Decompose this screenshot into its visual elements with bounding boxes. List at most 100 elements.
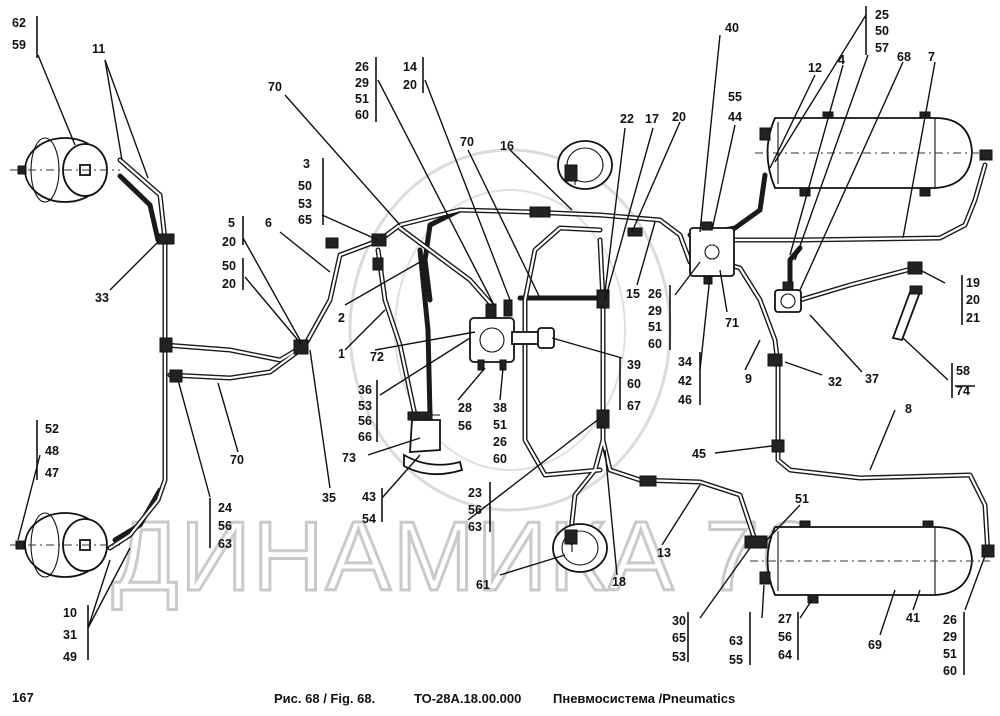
callout-44: 44 xyxy=(728,110,742,124)
callout-39: 39 xyxy=(627,358,641,372)
callout-28: 28 xyxy=(458,401,472,415)
pressure-regulator xyxy=(774,281,802,313)
callout-51-d: 51 xyxy=(795,492,809,506)
callout-67: 67 xyxy=(627,399,641,413)
callout-15: 15 xyxy=(626,287,640,301)
callout-52: 52 xyxy=(45,422,59,436)
brake-chamber-bottom-center xyxy=(552,523,608,573)
callout-42: 42 xyxy=(678,374,692,388)
callout-43: 43 xyxy=(362,490,376,504)
callout-64: 64 xyxy=(778,648,792,662)
callout-20-b: 20 xyxy=(222,277,236,291)
callout-53-c: 53 xyxy=(672,650,686,664)
callout-63-c: 63 xyxy=(729,634,743,648)
callout-74: 74 xyxy=(956,384,970,398)
callout-22: 22 xyxy=(620,112,634,126)
callout-63-b: 63 xyxy=(468,520,482,534)
callout-26-c: 26 xyxy=(648,287,662,301)
callout-73: 73 xyxy=(342,451,356,465)
callout-34: 34 xyxy=(678,355,692,369)
callout-56-d: 56 xyxy=(468,503,482,517)
callout-26-d: 26 xyxy=(943,613,957,627)
callout-31: 31 xyxy=(63,628,77,642)
drawing-code: ТО-28А.18.00.000 xyxy=(414,691,521,706)
callout-60-d: 60 xyxy=(648,337,662,351)
callout-26-a: 26 xyxy=(355,60,369,74)
callout-72: 72 xyxy=(370,350,384,364)
callout-13: 13 xyxy=(657,546,671,560)
callout-2: 2 xyxy=(338,311,345,325)
callout-16: 16 xyxy=(500,139,514,153)
brake-chamber-upper-left xyxy=(10,137,120,203)
callout-8: 8 xyxy=(905,402,912,416)
callout-61: 61 xyxy=(476,578,490,592)
callout-69: 69 xyxy=(868,638,882,652)
callout-35: 35 xyxy=(322,491,336,505)
figure-number: Рис. 68 / Fig. 68. xyxy=(274,691,375,706)
callout-57: 57 xyxy=(875,41,889,55)
callout-32: 32 xyxy=(828,375,842,389)
callout-bars xyxy=(36,6,975,675)
figure-caption: 167 Рис. 68 / Fig. 68. ТО-28А.18.00.000 … xyxy=(12,690,735,706)
callout-51-b: 51 xyxy=(493,418,507,432)
callout-14: 14 xyxy=(403,60,417,74)
leader-lines xyxy=(17,14,986,636)
callout-56-b: 56 xyxy=(358,414,372,428)
distribution-block-right xyxy=(689,221,735,285)
callout-60-a: 60 xyxy=(355,108,369,122)
callout-12: 12 xyxy=(808,61,822,75)
callout-68: 68 xyxy=(897,50,911,64)
callout-1: 1 xyxy=(338,347,345,361)
callout-37: 37 xyxy=(865,372,879,386)
callout-11: 11 xyxy=(92,42,105,56)
callout-labels: 62 59 11 33 52 48 47 10 31 49 70 3 50 53… xyxy=(12,8,980,678)
callout-41: 41 xyxy=(906,611,920,625)
callout-48: 48 xyxy=(45,444,59,458)
page-number: 167 xyxy=(12,690,34,705)
callout-55-b: 55 xyxy=(729,653,743,667)
callout-55-a: 55 xyxy=(728,90,742,104)
callout-51-c: 51 xyxy=(648,320,662,334)
callout-20-d: 20 xyxy=(672,110,686,124)
callout-7: 7 xyxy=(928,50,935,64)
callout-6: 6 xyxy=(265,216,272,230)
callout-9: 9 xyxy=(745,372,752,386)
callout-47: 47 xyxy=(45,466,59,480)
callout-29-c: 29 xyxy=(943,630,957,644)
callout-21: 21 xyxy=(966,311,980,325)
callout-65-b: 65 xyxy=(672,631,686,645)
callout-54: 54 xyxy=(362,512,376,526)
callout-10: 10 xyxy=(63,606,77,620)
callout-27: 27 xyxy=(778,612,792,626)
callout-29-b: 29 xyxy=(648,304,662,318)
callout-56-e: 56 xyxy=(778,630,792,644)
callout-4: 4 xyxy=(838,53,845,67)
callout-51-a: 51 xyxy=(355,92,369,106)
receiver-upper xyxy=(755,111,990,197)
callout-24: 24 xyxy=(218,501,232,515)
callout-20-a: 20 xyxy=(222,235,236,249)
callout-56-c: 56 xyxy=(458,419,472,433)
callout-53-b: 53 xyxy=(358,399,372,413)
callout-49: 49 xyxy=(63,650,77,664)
receiver-lower xyxy=(750,520,990,604)
watermark: ДИНАМИКА 76 xyxy=(111,148,817,613)
callout-65-a: 65 xyxy=(298,213,312,227)
callout-29-a: 29 xyxy=(355,76,369,90)
callout-45: 45 xyxy=(692,447,706,461)
callout-70-left: 70 xyxy=(268,80,282,94)
callout-70-bottom: 70 xyxy=(230,453,244,467)
brake-valve-center xyxy=(469,299,555,371)
figure-title: Пневмосистема /Pneumatics xyxy=(553,691,735,706)
callout-60-b: 60 xyxy=(493,452,507,466)
drain-rod-right xyxy=(891,261,923,342)
callout-58: 58 xyxy=(956,364,970,378)
callout-18: 18 xyxy=(612,575,626,589)
callout-20-e: 20 xyxy=(966,293,980,307)
callout-19: 19 xyxy=(966,276,980,290)
callout-56-a: 56 xyxy=(218,519,232,533)
callout-70-center: 70 xyxy=(460,135,474,149)
callout-5: 5 xyxy=(228,216,235,230)
callout-25: 25 xyxy=(875,8,889,22)
